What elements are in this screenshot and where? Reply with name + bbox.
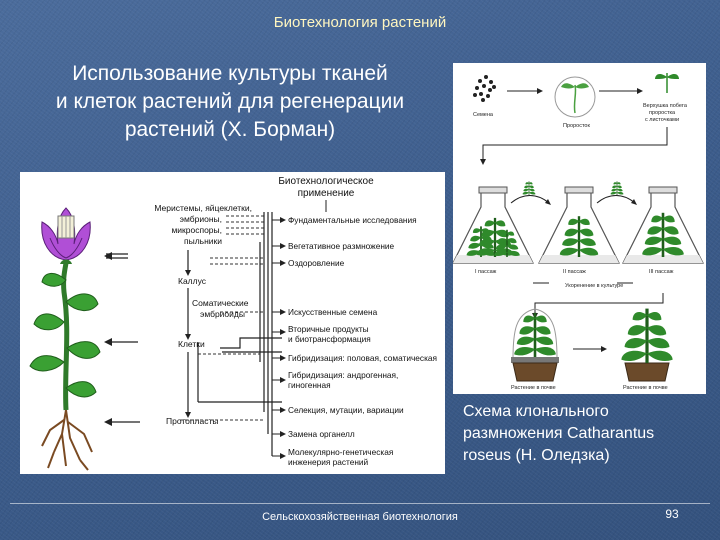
- application-item: Искусственные семена: [288, 307, 378, 317]
- application-item: Гибридизация: андрогенная,: [288, 370, 398, 380]
- heading-line: растений (Х. Борман): [124, 118, 336, 141]
- potted-plant: [619, 307, 675, 382]
- application-item: Селекция, мутации, вариации: [288, 405, 404, 415]
- label-apex: с листочками: [645, 117, 679, 123]
- slide-title: Биотехнология растений: [273, 14, 447, 31]
- label-plant-in-soil: Растение в почве: [511, 385, 556, 391]
- source-protoplasts: Протопласты: [166, 416, 218, 426]
- label-seedling: Проросток: [563, 123, 590, 129]
- source-somatic-embryos: Соматические: [192, 298, 249, 308]
- clonal-propagation-diagram: Семена Проросток Верхушка побега пророст…: [452, 63, 706, 394]
- potted-plant-glass: [511, 308, 559, 382]
- caption-line: размножения Catharantus: [463, 425, 655, 442]
- caption-line: roseus (Н. Оледзка): [463, 447, 610, 464]
- header-line: Биотехнологическое: [278, 176, 374, 187]
- header-line: применение: [298, 188, 355, 199]
- application-item: гиногенная: [288, 380, 331, 390]
- application-item: Замена органелл: [288, 429, 355, 439]
- passage-flask-3: [622, 186, 704, 264]
- seedling-icon: [554, 76, 596, 118]
- application-item: инженерия растений: [288, 457, 369, 467]
- source-somatic-embryos: эмбриоиды: [200, 309, 245, 319]
- clonal-propagation-svg: Семена Проросток Верхушка побега пророст…: [452, 73, 704, 391]
- application-item: Фундаментальные исследования: [288, 215, 417, 225]
- label-seeds: Семена: [473, 112, 494, 118]
- label-passage-2: II пассаж: [563, 269, 586, 275]
- heading-line: и клеток растений для регенерации: [55, 90, 405, 113]
- passage-flask-1: [452, 186, 534, 264]
- label-plant-in-soil: Растение в почве: [623, 385, 668, 391]
- label-apex: Верхушка побега: [643, 103, 688, 109]
- source-meristems: микроспоры,: [171, 225, 222, 235]
- applications-list: Фундаментальные исследования Вегетативно…: [288, 215, 437, 467]
- source-callus: Каллус: [178, 276, 207, 286]
- figure-caption: Схема клонального размножения Catharantu…: [463, 401, 713, 467]
- main-heading: Использование культуры тканей и клеток р…: [10, 60, 450, 144]
- seeds-icon: [473, 75, 496, 102]
- source-cells: Клетки: [178, 339, 205, 349]
- application-item: и биотрансформация: [288, 334, 371, 344]
- source-meristems: эмбрионы,: [180, 214, 222, 224]
- label-passage-1: I пассаж: [475, 269, 497, 275]
- footer-divider: [10, 503, 710, 504]
- application-item: Молекулярно-генетическая: [288, 447, 393, 457]
- source-labels: Меристемы, яйцеклетки, эмбрионы, микросп…: [154, 203, 252, 246]
- heading-line: Использование культуры тканей: [72, 62, 388, 85]
- source-labels-left: Каллус Соматические эмбриоиды Клетки Про…: [166, 276, 249, 426]
- source-meristems: Меристемы, яйцеклетки,: [154, 203, 252, 213]
- applications-header: Биотехнологическое применение: [278, 176, 374, 199]
- apex-icon: [655, 73, 679, 93]
- tissue-culture-diagram: Меристемы, яйцеклетки, эмбрионы, микросп…: [20, 172, 445, 474]
- application-item: Оздоровление: [288, 258, 345, 268]
- footer-text: Сельскохозяйственная биотехнология: [262, 511, 458, 523]
- passage-flask-2: [538, 186, 620, 264]
- plant-illustration: [29, 207, 101, 471]
- tissue-culture-diagram-svg: Меристемы, яйцеклетки, эмбрионы, микросп…: [29, 176, 437, 471]
- application-item: Вторичные продукты: [288, 324, 369, 334]
- application-item: Гибридизация: половая, соматическая: [288, 353, 437, 363]
- label-apex: проростка: [649, 110, 676, 116]
- label-rooting: Укоренение в культуре: [565, 283, 623, 289]
- caption-line: Схема клонального: [463, 403, 609, 420]
- page-number: 93: [665, 507, 679, 521]
- application-item: Вегетативное размножение: [288, 241, 395, 251]
- source-meristems: пыльники: [184, 236, 222, 246]
- label-passage-3: III пассаж: [649, 269, 674, 275]
